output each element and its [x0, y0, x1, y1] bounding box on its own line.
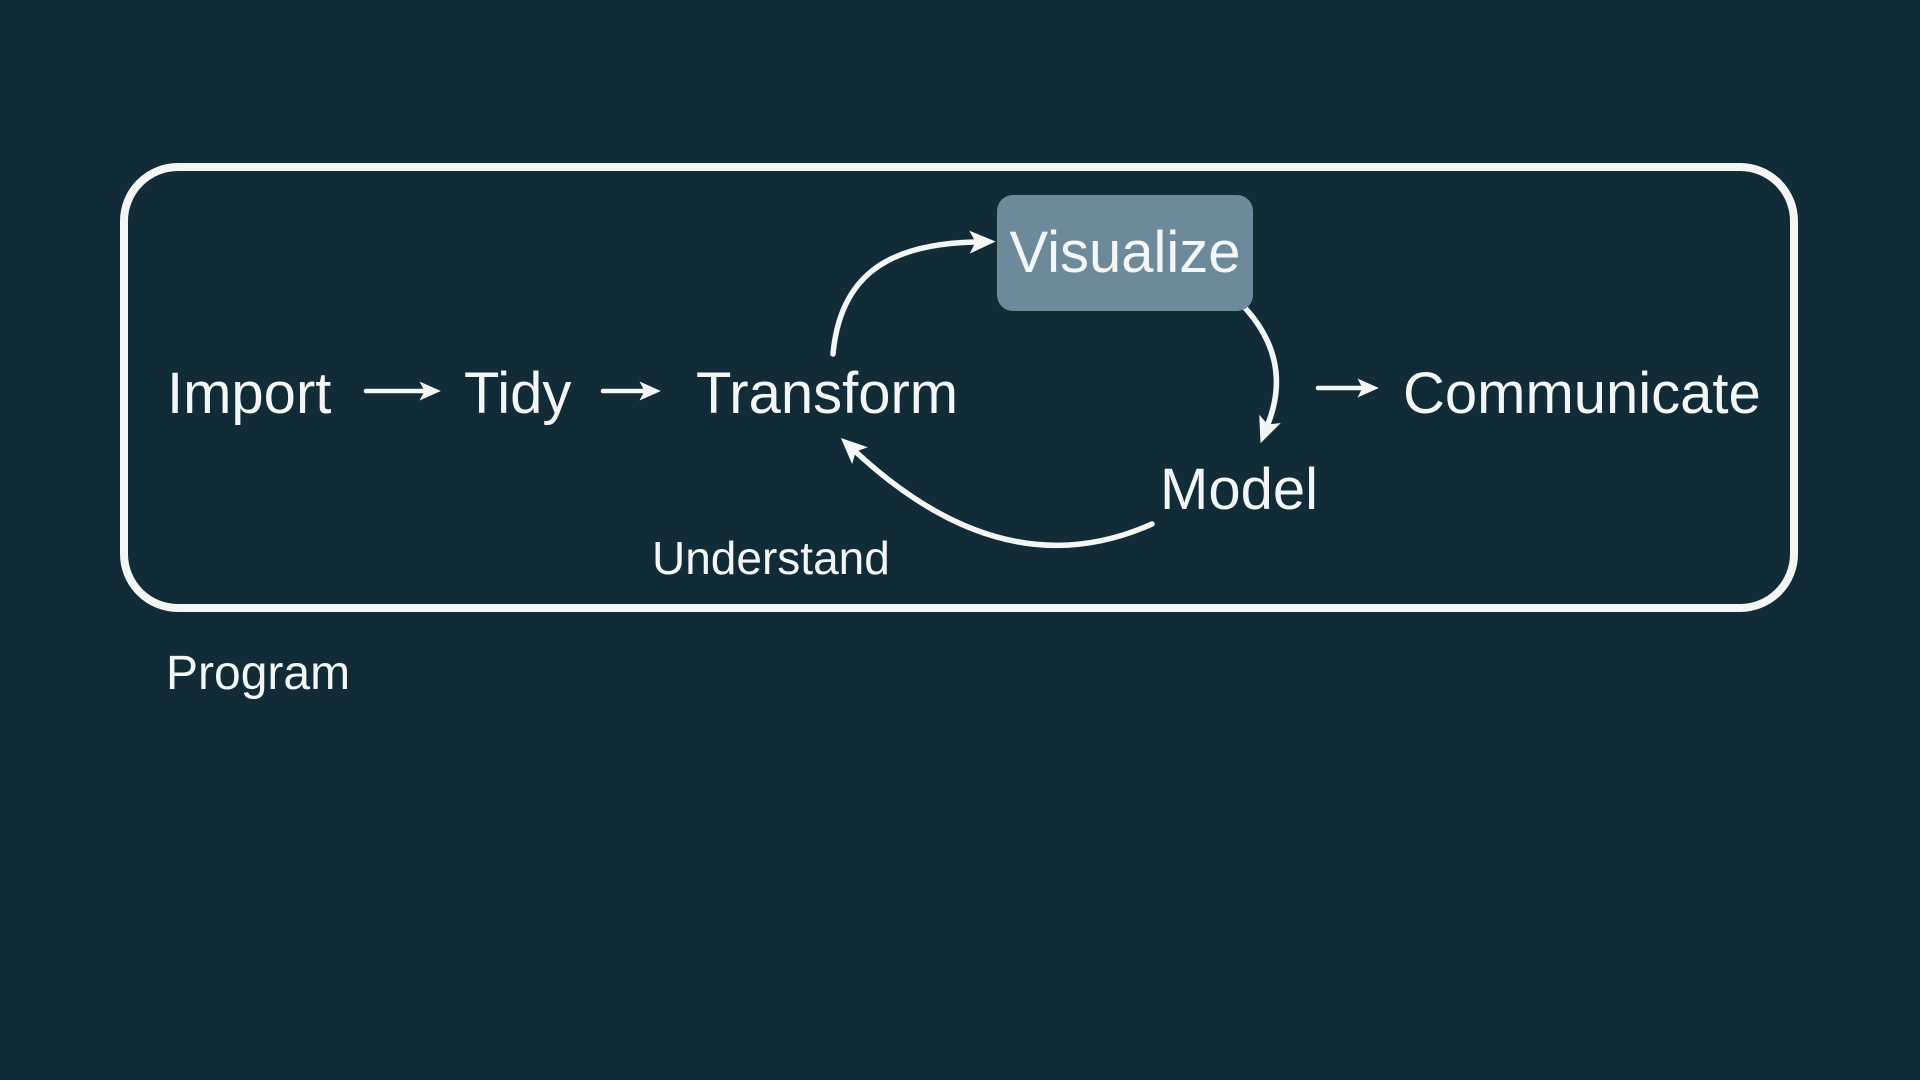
node-import: Import: [167, 361, 332, 426]
program-border-box: [120, 163, 1798, 612]
node-model: Model: [1160, 457, 1318, 522]
node-communicate: Communicate: [1403, 361, 1761, 426]
node-tidy: Tidy: [464, 361, 572, 426]
understand-cycle-label: Understand: [652, 532, 890, 584]
node-transform: Transform: [696, 361, 959, 426]
program-box-label: Program: [166, 647, 351, 700]
node-visualize: Visualize: [1009, 220, 1241, 285]
node-visualize-highlight-box: Visualize: [997, 195, 1253, 311]
